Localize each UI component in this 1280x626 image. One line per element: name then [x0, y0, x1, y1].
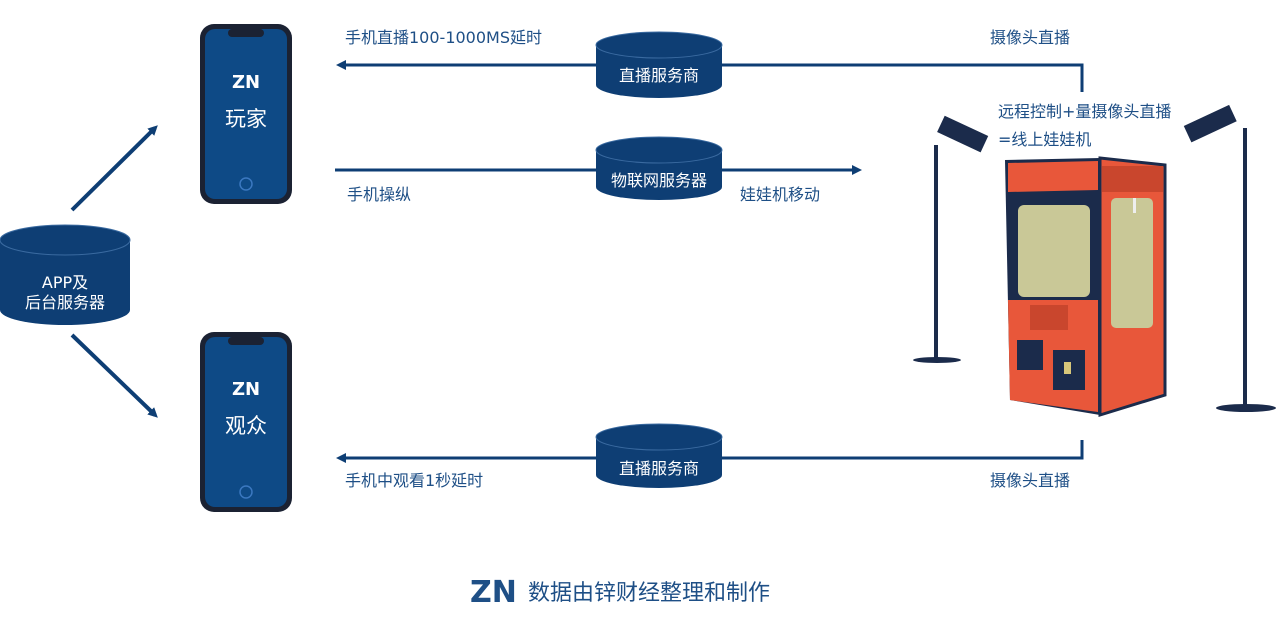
- bottom-live-stream-flow: 直播服务商 手机中观看1秒延时 摄像头直播: [336, 423, 1084, 490]
- server-label-line2: 后台服务器: [25, 293, 105, 312]
- phone-live-delay-text: 手机直播100-1000MS延时: [345, 28, 542, 47]
- right-camera-icon: [1183, 104, 1276, 412]
- live-provider-label: 直播服务商: [619, 66, 699, 85]
- footer: ZN 数据由锌财经整理和制作: [470, 575, 770, 610]
- control-flow: 物联网服务器 手机操纵 娃娃机移动: [335, 136, 862, 204]
- arrow-to-player: [70, 125, 158, 212]
- claw-machine-illustration: [1005, 156, 1167, 418]
- machine-move-text: 娃娃机移动: [740, 185, 820, 204]
- camera-live-text: 摄像头直播: [990, 471, 1070, 490]
- player-phone: ZN 玩家: [200, 24, 292, 204]
- phone-logo: ZN: [232, 379, 260, 400]
- phone-control-text: 手机操纵: [347, 185, 411, 204]
- footer-logo: ZN: [470, 575, 517, 610]
- top-live-stream-flow: 直播服务商 手机直播100-1000MS延时 摄像头直播: [336, 28, 1084, 98]
- live-provider-label: 直播服务商: [619, 459, 699, 478]
- app-backend-server-node: APP及 后台服务器: [0, 224, 131, 325]
- camera-live-text: 摄像头直播: [990, 28, 1070, 47]
- footer-source-text: 数据由锌财经整理和制作: [528, 581, 770, 606]
- server-label-line1: APP及: [42, 273, 88, 292]
- phone-label-viewer: 观众: [225, 414, 267, 438]
- left-camera-icon: [913, 115, 989, 363]
- machine-caption-line2: =线上娃娃机: [998, 130, 1091, 149]
- home-button-icon: [239, 485, 253, 499]
- viewer-phone: ZN 观众: [200, 332, 292, 512]
- machine-caption-line1: 远程控制+量摄像头直播: [998, 102, 1171, 121]
- viewer-delay-text: 手机中观看1秒延时: [345, 471, 483, 490]
- home-button-icon: [239, 177, 253, 191]
- phone-label-player: 玩家: [225, 107, 267, 131]
- iot-server-label: 物联网服务器: [611, 171, 707, 190]
- arrow-to-viewer: [70, 333, 158, 418]
- phone-logo: ZN: [232, 72, 260, 93]
